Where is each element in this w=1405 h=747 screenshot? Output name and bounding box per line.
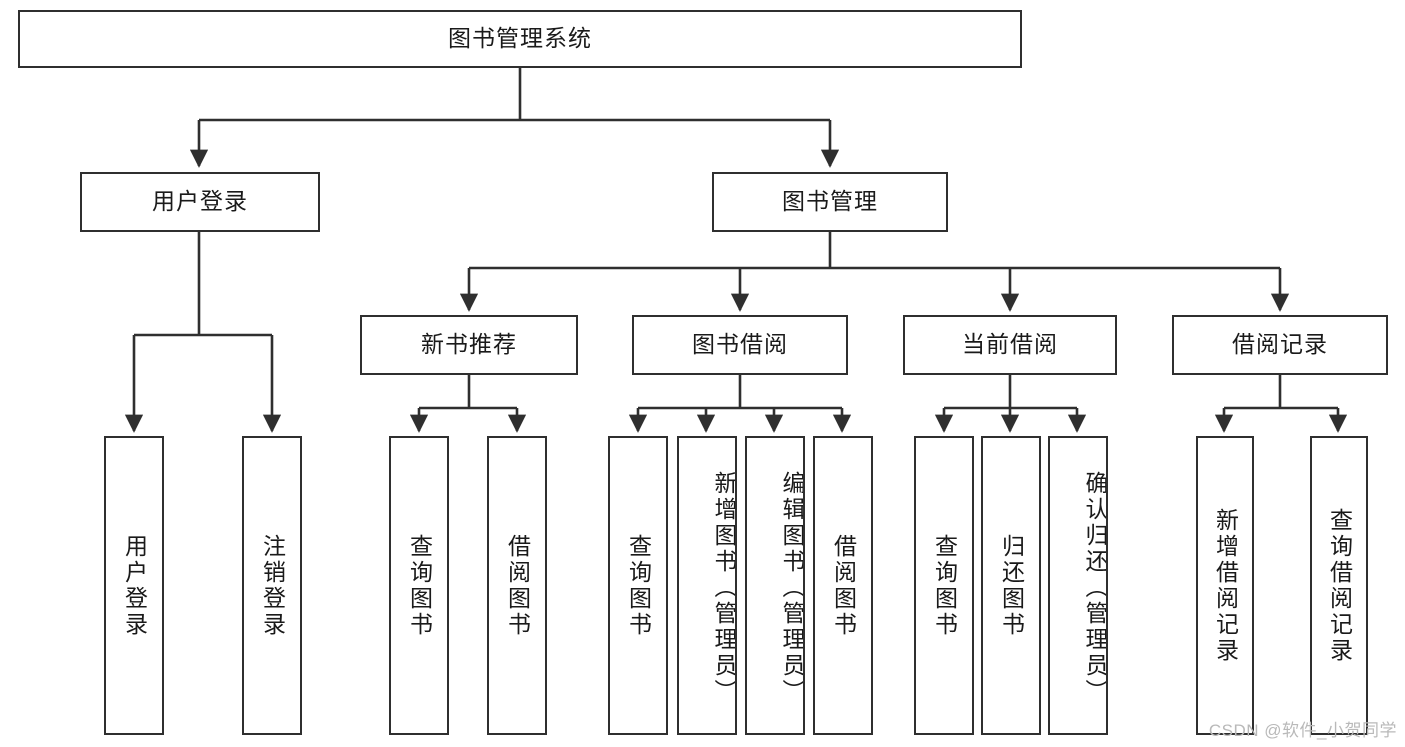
node-book-management-system[interactable]: 图书管理系统	[18, 10, 1022, 68]
leaf-add-borrow-record[interactable]: 新增借阅记录	[1196, 436, 1254, 735]
leaf-query-book-borrow[interactable]: 查询图书	[608, 436, 668, 735]
leaf-borrow-book[interactable]: 借阅图书	[813, 436, 873, 735]
leaf-return-book[interactable]: 归还图书	[981, 436, 1041, 735]
node-label: 借阅图书	[830, 533, 857, 638]
node-book-borrow[interactable]: 图书借阅	[632, 315, 848, 375]
leaf-confirm-return-admin[interactable]: 确认归还（管理员）	[1048, 436, 1108, 735]
node-label: 当前借阅	[962, 331, 1058, 358]
leaf-query-book-new[interactable]: 查询图书	[389, 436, 449, 735]
node-label: 查询图书	[406, 533, 433, 638]
node-label: 查询借阅记录	[1326, 507, 1353, 664]
node-current-borrow[interactable]: 当前借阅	[903, 315, 1117, 375]
leaf-user-login[interactable]: 用户登录	[104, 436, 164, 735]
csdn-watermark: CSDN @软件_小贺同学	[1208, 721, 1397, 740]
leaf-query-book-current[interactable]: 查询图书	[914, 436, 974, 735]
node-book-management[interactable]: 图书管理	[712, 172, 948, 232]
node-label: 新增图书（管理员）	[711, 470, 737, 705]
node-label: 图书管理	[782, 188, 878, 215]
leaf-edit-book-admin[interactable]: 编辑图书（管理员）	[745, 436, 805, 735]
node-borrow-record[interactable]: 借阅记录	[1172, 315, 1388, 375]
node-label: 注销登录	[259, 533, 286, 638]
node-user-login[interactable]: 用户登录	[80, 172, 320, 232]
node-label: 用户登录	[152, 188, 248, 215]
node-label: 图书借阅	[692, 331, 788, 358]
node-label: 查询图书	[625, 533, 652, 638]
node-label: 借阅图书	[504, 533, 531, 638]
node-label: 新书推荐	[421, 331, 517, 358]
node-label: 确认归还（管理员）	[1082, 470, 1108, 705]
node-new-book-recommend[interactable]: 新书推荐	[360, 315, 578, 375]
leaf-logout-login[interactable]: 注销登录	[242, 436, 302, 735]
node-label: 编辑图书（管理员）	[779, 470, 805, 705]
node-label: 借阅记录	[1232, 331, 1328, 358]
node-label: 查询图书	[931, 533, 958, 638]
node-label: 新增借阅记录	[1212, 507, 1239, 664]
node-label: 归还图书	[998, 533, 1025, 638]
leaf-add-book-admin[interactable]: 新增图书（管理员）	[677, 436, 737, 735]
node-label: 图书管理系统	[448, 25, 592, 52]
node-label: 用户登录	[121, 533, 148, 638]
leaf-query-borrow-record[interactable]: 查询借阅记录	[1310, 436, 1368, 735]
leaf-borrow-book-new[interactable]: 借阅图书	[487, 436, 547, 735]
